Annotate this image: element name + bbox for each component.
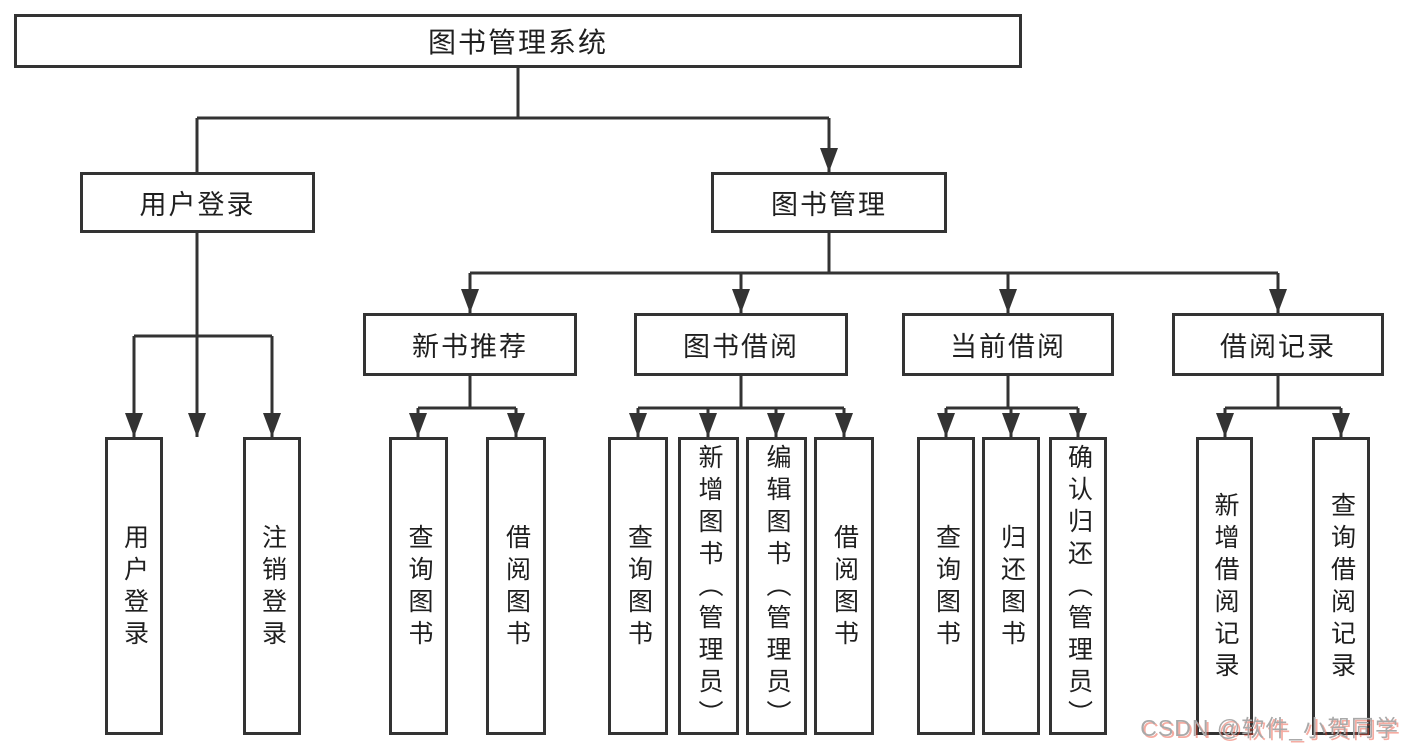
leaf-current-confirm-return-admin: 确认归还（管理员） [1049, 437, 1107, 735]
node-book-management: 图书管理 [711, 172, 947, 233]
leaf-current-query-books: 查询图书 [917, 437, 975, 735]
leaf-logout: 注销登录 [243, 437, 301, 735]
csdn-watermark: CSDN @软件_小贺同学 [1140, 715, 1399, 741]
leaf-user-login: 用户登录 [105, 437, 163, 735]
connector-group [125, 68, 1350, 437]
leaf-current-return-books: 归还图书 [982, 437, 1040, 735]
leaf-borrow-query-books: 查询图书 [608, 437, 668, 735]
leaf-borrow-borrow-books: 借阅图书 [814, 437, 874, 735]
node-borrow-records: 借阅记录 [1172, 313, 1384, 376]
node-root: 图书管理系统 [14, 14, 1022, 68]
node-book-borrow: 图书借阅 [634, 313, 848, 376]
node-current-borrow: 当前借阅 [902, 313, 1114, 376]
node-new-book-recommend: 新书推荐 [363, 313, 577, 376]
leaf-borrow-edit-books-admin: 编辑图书（管理员） [746, 437, 807, 735]
leaf-recommend-query-books: 查询图书 [389, 437, 448, 735]
leaf-borrow-add-books-admin: 新增图书（管理员） [678, 437, 739, 735]
leaf-records-query-record: 查询借阅记录 [1312, 437, 1370, 735]
leaf-records-add-record: 新增借阅记录 [1196, 437, 1253, 735]
leaf-recommend-borrow-books: 借阅图书 [486, 437, 546, 735]
node-user-login: 用户登录 [80, 172, 315, 233]
